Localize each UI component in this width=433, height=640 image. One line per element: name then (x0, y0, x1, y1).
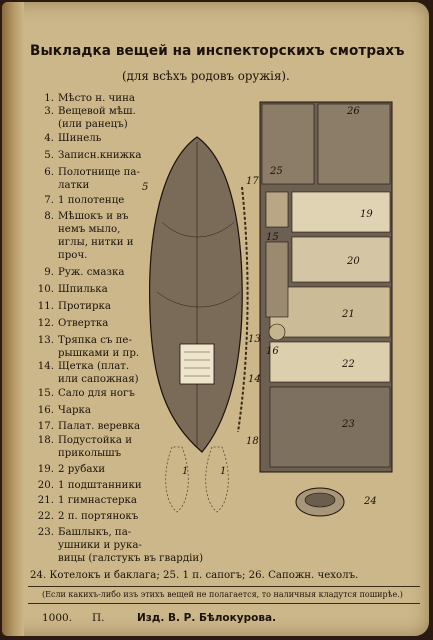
figure-label: 1 (182, 466, 188, 477)
footprint-right (205, 446, 229, 513)
brush-shape (265, 241, 289, 318)
footprint-left (165, 446, 189, 513)
figure-label: 15 (266, 232, 279, 243)
figure-label: 1 (220, 466, 226, 477)
figure-label: 26 (346, 106, 360, 117)
publisher-imprint: Изд. В. Р. Бѣлокурова. (137, 612, 277, 624)
boot-cover-shape (317, 103, 391, 185)
page-subtitle: (для всѣхъ родовъ оружія). (122, 69, 290, 83)
figure-label: 17 (246, 176, 259, 187)
figure-label: 24 (363, 496, 377, 507)
figure-label: 21 (341, 309, 355, 320)
bottom-legend-line: 24. Котелокъ и баклага; 25. 1 п. сапогъ;… (30, 570, 359, 581)
footwraps-shape (269, 341, 391, 383)
mess-tin-lid (304, 492, 336, 508)
imprint-year: 1000. (42, 612, 73, 624)
book-page: Выкладка вещей на инспекторскихъ смотрах… (2, 2, 429, 636)
tunic-shape (269, 286, 391, 338)
notebook-shape (179, 343, 215, 385)
figure-label: 14 (248, 374, 261, 385)
figure-label: 19 (360, 209, 373, 220)
boots-shape (261, 103, 315, 185)
book-spine (2, 2, 24, 636)
figure-label: 25 (269, 166, 283, 177)
page-title: Выкладка вещей на инспекторскихъ смотрах… (30, 42, 405, 59)
greatcoat-shape (149, 136, 243, 453)
tent-rope (237, 186, 249, 433)
divider-line (28, 586, 420, 587)
greatcoat-fold (161, 221, 235, 238)
footnote: (Если какихъ-либо изъ этихъ вещей не пол… (42, 590, 403, 599)
figure-label: 16 (266, 346, 279, 357)
figure-label: 20 (346, 256, 360, 267)
figure-label: 22 (341, 359, 355, 370)
kit-illustration: 1 1 5 13 14 15 16 17 18 19 20 21 22 23 2… (142, 101, 393, 517)
divider-line (28, 603, 420, 604)
figure-label: 5 (142, 182, 148, 193)
greatcoat-fold (156, 291, 241, 308)
towel-shape (265, 191, 289, 228)
bashlyk-shape (269, 386, 391, 468)
figure-label: 18 (246, 436, 259, 447)
shirts-shape (291, 191, 391, 233)
imprint-mark: П. (92, 612, 105, 624)
figure-label: 13 (248, 334, 261, 345)
drawers-shape (291, 236, 391, 283)
figure-label: 23 (341, 419, 355, 430)
cup-shape (268, 323, 286, 341)
